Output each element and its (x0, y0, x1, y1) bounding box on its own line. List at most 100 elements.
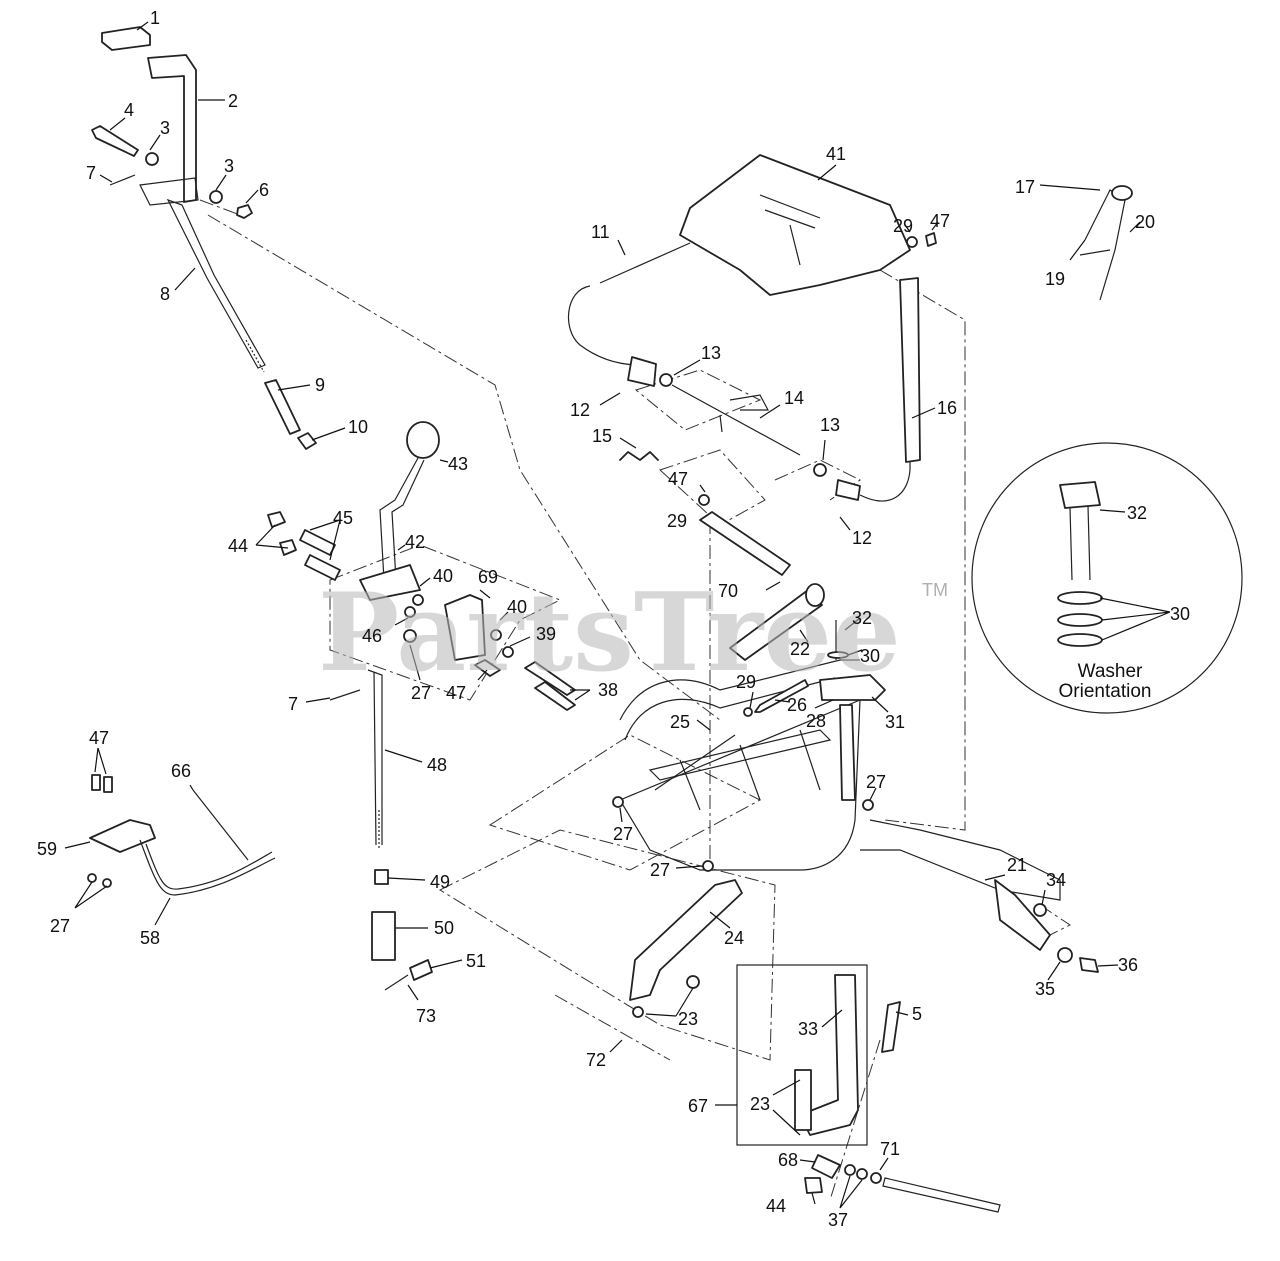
lever-part-42 (379, 457, 425, 581)
clevis-part-50 (371, 911, 396, 961)
sleeve-part-9 (264, 379, 301, 435)
callout-23: 23 (750, 1094, 770, 1114)
bolt-part-38b (534, 681, 576, 711)
assembly-part-19 (1079, 189, 1126, 301)
frame-part-21 (619, 659, 1061, 901)
callout-66: 66 (171, 761, 191, 781)
callout-48: 48 (427, 755, 447, 775)
washer-part-29b (698, 494, 710, 506)
screw-part-47d (103, 776, 113, 793)
callout-2: 2 (228, 91, 238, 111)
callout-44: 44 (228, 536, 248, 556)
rod-part-71 (882, 1177, 1001, 1213)
callout-39: 39 (536, 624, 556, 644)
nut-part-10 (297, 432, 317, 450)
callout-38: 38 (598, 680, 618, 700)
callout-13: 13 (820, 415, 840, 435)
callout-24: 24 (724, 928, 744, 948)
callout-31: 31 (885, 712, 905, 732)
callout-43: 43 (448, 454, 468, 474)
callout-13: 13 (701, 343, 721, 363)
nut-part-44c (804, 1177, 823, 1194)
spring-part-45b (304, 554, 341, 581)
callout-34: 34 (1046, 870, 1066, 890)
callout-27: 27 (650, 860, 670, 880)
washer-part-46 (404, 606, 416, 618)
callout-11: 11 (591, 222, 610, 242)
callout-29: 29 (893, 216, 913, 236)
callout-1: 1 (150, 8, 160, 28)
nut-part-49 (374, 869, 389, 885)
callout-25: 25 (670, 712, 690, 732)
callout-27: 27 (613, 824, 633, 844)
callout-15: 15 (592, 426, 612, 446)
inset-label-line1: Washer (1078, 661, 1143, 682)
callout-16: 16 (937, 398, 957, 418)
spacer-part-27d (612, 796, 624, 808)
callout-49: 49 (430, 872, 450, 892)
callout-20: 20 (1135, 212, 1155, 232)
callout-47: 47 (668, 469, 688, 489)
callout-40: 40 (433, 566, 453, 586)
callout-40: 40 (507, 597, 527, 617)
callout-3: 3 (160, 118, 170, 138)
callout-26: 26 (787, 695, 807, 715)
callout-47: 47 (446, 683, 466, 703)
pin-part-7b (329, 689, 361, 701)
callout-14: 14 (784, 388, 804, 408)
washer-part-39 (502, 646, 514, 658)
washer-part-40b (490, 629, 502, 641)
inset-bolt-part-32 (1059, 481, 1101, 509)
nut-part-71 (870, 1172, 882, 1184)
rod-part-14 (671, 384, 801, 456)
callout-8: 8 (160, 284, 170, 304)
plate-part-41 (679, 154, 911, 296)
callout-10: 10 (348, 417, 368, 437)
callout-44: 44 (766, 1196, 786, 1216)
washer-part-27c (102, 878, 112, 888)
callout-23: 23 (678, 1009, 698, 1029)
callout-42: 42 (405, 532, 425, 552)
callout-21: 21 (1007, 855, 1027, 875)
spring-part-45a (299, 529, 336, 556)
rod-part-58 (139, 839, 276, 896)
inset-washer-1 (1057, 591, 1103, 605)
bracket-part-69 (444, 594, 486, 661)
leader-lines (64, 21, 1171, 1209)
callout-51: 51 (466, 951, 486, 971)
rod-part-48 (367, 669, 383, 846)
callout-37: 37 (828, 1210, 848, 1230)
washer-part-3b (209, 190, 223, 204)
inset-label-line2: Orientation (1059, 681, 1152, 702)
washer-part-37a (844, 1164, 856, 1176)
callout-9: 9 (315, 375, 325, 395)
callout-59: 59 (37, 839, 57, 859)
washer-part-27b (87, 873, 97, 883)
callout-70: 70 (718, 581, 738, 601)
callout-7: 7 (288, 694, 298, 714)
pin-part-51 (409, 959, 433, 981)
callout-27: 27 (866, 772, 886, 792)
callout-12: 12 (570, 400, 590, 420)
callout-3: 3 (224, 156, 234, 176)
callout-71: 71 (880, 1139, 900, 1159)
pin-part-7a (109, 174, 136, 186)
callout-67: 67 (688, 1096, 708, 1116)
callout-69: 69 (478, 567, 498, 587)
callout-72: 72 (586, 1050, 606, 1070)
callout-30: 30 (1170, 604, 1190, 624)
lever-part-33 (799, 974, 859, 1136)
screw-part-47a (925, 232, 937, 247)
bolt-part-5 (881, 1001, 901, 1053)
washer-part-40a (412, 594, 424, 606)
callout-4: 4 (124, 100, 134, 120)
washer-part-35 (1057, 947, 1073, 963)
callout-73: 73 (416, 1006, 436, 1026)
nut-part-44a (267, 511, 286, 528)
lever-part-2 (147, 54, 197, 203)
spacer-part-27a (403, 629, 417, 643)
callout-29: 29 (736, 672, 756, 692)
washer-part-37b (856, 1168, 868, 1180)
callout-30: 30 (860, 646, 880, 666)
